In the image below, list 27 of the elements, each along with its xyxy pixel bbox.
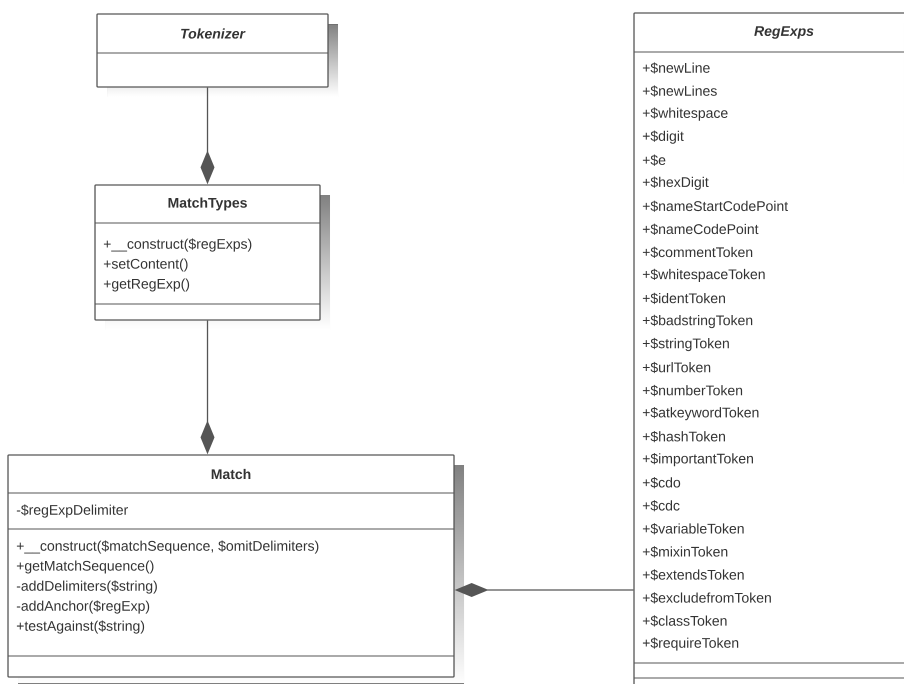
member-text: +$digit bbox=[642, 130, 684, 144]
member-text: +$e bbox=[642, 154, 666, 166]
member-text: +$whitespaceToken bbox=[642, 268, 765, 282]
member-text: +$requireToken bbox=[642, 637, 738, 651]
member-text: +$extendsToken bbox=[642, 569, 744, 581]
member-text: +$newLine bbox=[642, 62, 710, 74]
member-text: +$whitespace bbox=[642, 107, 728, 121]
member-text: +$classToken bbox=[642, 615, 727, 627]
member-text: +$atkeywordToken bbox=[642, 406, 758, 420]
member-text: +$commentToken bbox=[642, 246, 752, 258]
member-text: +$nameStartCodePoint bbox=[642, 200, 788, 212]
member-text: +$newLines bbox=[642, 85, 717, 97]
member-text: +$urlToken bbox=[642, 362, 710, 374]
member-text: +$hexDigit bbox=[642, 176, 709, 190]
member-text: +$nameCodePoint bbox=[642, 224, 758, 235]
member-text: +$stringToken bbox=[642, 338, 729, 352]
member-text: +$badstringToken bbox=[642, 314, 752, 328]
member-text: +$mixinToken bbox=[642, 546, 728, 558]
member-text: +$cdc bbox=[642, 500, 680, 512]
member-text: +$numberToken bbox=[642, 384, 742, 396]
member-text: +$importantToken bbox=[642, 453, 753, 466]
class-name: RegExps bbox=[754, 26, 814, 39]
member-text: +$hashToken bbox=[642, 430, 725, 442]
member-text: +$cdo bbox=[642, 477, 680, 488]
member-text: +$excludefromToken bbox=[642, 592, 771, 604]
member-text: +$identToken bbox=[642, 292, 725, 304]
member-text: +$variableToken bbox=[642, 523, 744, 534]
